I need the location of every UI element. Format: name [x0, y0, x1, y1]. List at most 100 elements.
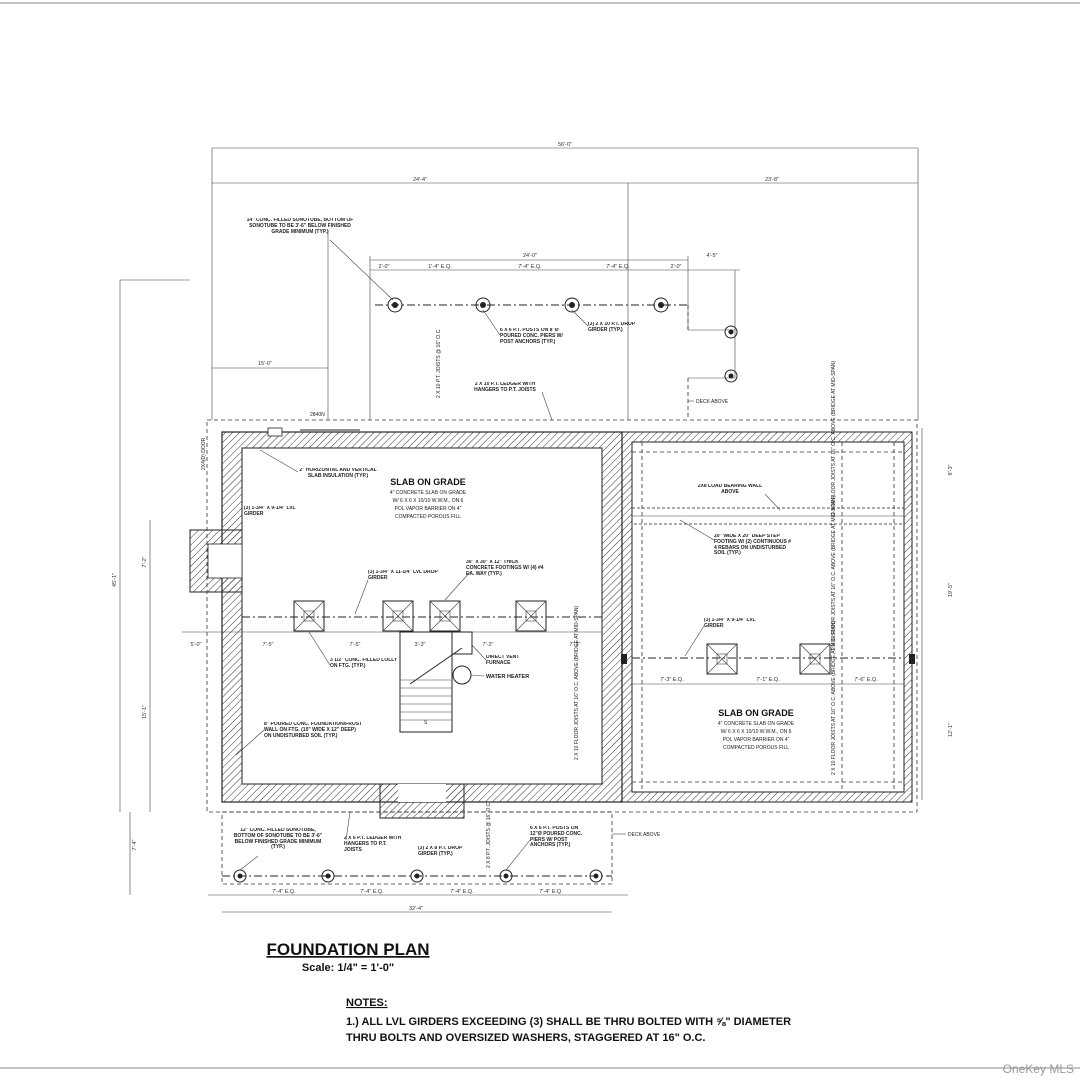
callout-water-heater: WATER HEATER [486, 674, 529, 680]
callout-deck-above-bottom: DECK ABOVE [628, 832, 661, 838]
plan-title: FOUNDATION PLAN [266, 940, 429, 959]
callout-drop-girder-2x8: (3) 2 X 8 P.T. DROP GIRDER (TYP.) [418, 846, 463, 857]
callout-lvl-girder-left: (3) 1-3/4" X 9-1/4" LVL GIRDER [244, 506, 296, 517]
right-post-marker [909, 654, 915, 664]
bottom-deck: 7'-4" E.Q. 7'-4" E.Q. 7'-4" E.Q. 7'-4" E… [208, 801, 661, 913]
dim-deck-small-r: 2'-0" [671, 264, 682, 270]
slab-main-l1: 4" CONCRETE SLAB ON GRADE [390, 490, 467, 496]
deck-pier [724, 369, 738, 383]
deck-pier [387, 297, 403, 313]
deck-callouts: 14" CONC. FILLED SONOTUBE, BOTTOM OF SON… [246, 218, 729, 421]
dim-deck-left: 1'-4" E.Q. [428, 264, 452, 270]
dim-deck-span: 24'-0" [523, 253, 537, 259]
footing [429, 600, 461, 632]
dim-right-low: 12'-1" [948, 723, 954, 737]
callout-joists-right-low: 2 X 10 FLOOR JOISTS AT 16" O.C. ABOVE (B… [831, 621, 837, 775]
callout-2840n: 2840N [310, 412, 325, 418]
callout-deck-posts-12: 6 X 6 P.T. POSTS ON 12"Ø POURED CONC. PI… [530, 826, 583, 849]
main-girder: 5'-0" 7'-5" 7'-5" 3'-3" 7'-2" 7'-3" [182, 616, 602, 648]
footing [382, 600, 414, 632]
dim-right-b: 7'-1" E.Q. [756, 677, 780, 683]
dim-bottom-1: 7'-4" E.Q. [272, 889, 296, 895]
furnace [451, 631, 473, 655]
top-dimensions: 56'-0" 24'-4" 23'-8" [211, 142, 919, 420]
watermark: OneKey MLS [1003, 1062, 1074, 1076]
slab-right-l3: POL VAPOR BARRIER ON 4" [723, 737, 790, 743]
dim-row-e: 7'-3" [570, 642, 581, 648]
notes-line-2: THRU BOLTS AND OVERSIZED WASHERS, STAGGE… [346, 1032, 705, 1044]
callout-door: 2X4(D) DOOR [201, 437, 207, 470]
callout-sonotube-14: 14" CONC. FILLED SONOTUBE, BOTTOM OF SON… [246, 218, 354, 235]
slab-main-l2: W/ 6 X 6 X 10/10 W.W.M., ON 6 [393, 498, 464, 504]
footing [706, 643, 738, 675]
interior-callouts: 2" HORIZONTAL AND VERTICAL SLAB INSULATI… [235, 449, 580, 760]
callout-sonotube-12: 12" CONC. FILLED SONOTUBE, BOTTOM OF SON… [233, 828, 323, 851]
callout-deck-above-top: DECK ABOVE [696, 399, 729, 405]
deck-pier [475, 297, 491, 313]
callout-drop-girder-2x10: (3) 2 X 10 P.T. DROP GIRDER (TYP.) [588, 322, 636, 333]
dim-row-a: 7'-5" [263, 642, 274, 648]
slab-right-l2: W/ 6 X 6 X 10/10 W.W.M., ON 6 [721, 729, 792, 735]
dim-bottom-4: 7'-4" E.Q. [539, 889, 563, 895]
footing [293, 600, 325, 632]
right-post-marker [621, 654, 627, 664]
dim-left-mid1: 7'-2" [142, 556, 148, 567]
left-dimensions: 45'-1" 7'-2" 15'-1" 7'-4" [112, 279, 190, 895]
dim-left-mid2: 15'-1" [142, 705, 148, 719]
deck-pier [564, 297, 580, 313]
deck-pier [410, 869, 424, 883]
dim-right-mid: 19'-5" [948, 583, 954, 597]
dim-deck-ext: 4'-5" [707, 253, 718, 259]
dim-row-left: 5'-0" [191, 642, 202, 648]
dim-overall-top: 56'-0" [558, 142, 572, 148]
callout-frost-wall: 8" POURED CONC. FOUNDATION/FROST WALL ON… [264, 722, 363, 739]
dim-bottom-2: 7'-4" E.Q. [360, 889, 384, 895]
svg-text:S: S [424, 720, 428, 726]
slab-right-l1: 4" CONCRETE SLAB ON GRADE [718, 721, 795, 727]
dim-row-b: 7'-5" [350, 642, 361, 648]
dim-deck-right: 7'-4" E.Q. [606, 264, 630, 270]
callout-furnace: DIRECT VENT FURNACE [486, 655, 520, 666]
dim-left-vert: 45'-1" [112, 573, 118, 587]
callout-slab-insulation: 2" HORIZONTAL AND VERTICAL SLAB INSULATI… [299, 468, 377, 479]
right-room: 7'-3" E.Q. 7'-1" E.Q. 7'-6" E.Q. SLAB ON… [621, 361, 915, 775]
slab-main-l4: COMPACTED POROUS FILL [395, 514, 461, 520]
slab-main: SLAB ON GRADE 4" CONCRETE SLAB ON GRADE … [390, 477, 467, 520]
dim-right-top: 9'-3" [948, 464, 954, 475]
slab-main-l3: POL VAPOR BARRIER ON 4" [395, 506, 462, 512]
callout-lvl-drop-girder: (3) 1-3/4" X 11-1/4" LVL DROP GIRDER [368, 570, 438, 581]
footing [799, 643, 831, 675]
footing [515, 600, 547, 632]
callout-joists-right-mid: 2 X 10 FLOOR JOISTS AT 16" O.C. ABOVE (B… [831, 496, 837, 650]
callout-bearing-wall: 2X8 LOAD BEARING WALL ABOVE [697, 484, 763, 495]
dim-bottom-total: 32'-4" [409, 906, 423, 912]
callout-ledger-2x10: 2 X 10 P.T. LEDGER WITH HANGERS TO P.T. … [474, 382, 536, 393]
callout-deck-posts: 6 X 6 P.T. POSTS ON 8"Ø POURED CONC. PIE… [500, 328, 563, 345]
dim-row-c: 3'-3" [415, 642, 426, 648]
callout-step-footing: 20" WIDE X 20" DEEP STEP FOOTING W/ (2) … [714, 534, 791, 557]
notes-heading: NOTES: [346, 997, 388, 1009]
dim-deck-mid: 7'-4" E.Q. [518, 264, 542, 270]
dim-row-d: 7'-2" [483, 642, 494, 648]
deck-pier [653, 297, 669, 313]
callout-concrete-footings: 30" X 30" X 12" THICK CONCRETE FOOTINGS … [466, 560, 544, 577]
callout-lolly: 3 1/2" CONC. FILLED LOLLY ON FTG. (TYP.) [330, 658, 398, 669]
dim-left-15: 15'-0" [258, 361, 272, 367]
dim-top-left: 24'-4" [413, 177, 427, 183]
callout-joists-right-top: 2 X 10 FLOOR JOISTS AT 16" O.C. ABOVE (B… [831, 361, 837, 515]
callout-ledger-2x6: 2 X 6 P.T. LEDGER WITH HANGERS TO P.T. J… [344, 836, 402, 853]
callout-joists-main: 2 X 10 FLOOR JOISTS AT 16" O.C. ABOVE (B… [574, 606, 580, 760]
top-deck: 24'-0" 2'-0" 1'-4" E.Q. 7'-4" E.Q. 7'-4"… [212, 230, 740, 420]
dim-right-a: 7'-3" E.Q. [660, 677, 684, 683]
dim-bottom-3: 7'-4" E.Q. [450, 889, 474, 895]
dim-deck-small-l: 2'-0" [379, 264, 390, 270]
dim-top-right: 23'-8" [765, 177, 779, 183]
slab-right-l4: COMPACTED POROUS FILL [723, 745, 789, 751]
slab-right-title: SLAB ON GRADE [718, 708, 794, 718]
callout-joists-2x8: 2 X 8 P.T. JOISTS @ 16" O.C. [486, 801, 492, 868]
deck-pier [321, 869, 335, 883]
callout-lvl-girder-right: (3) 1-3/4" X 9-1/4" LVL GIRDER [704, 618, 756, 629]
door-marker [267, 427, 283, 437]
dim-right-c: 7'-6" E.Q. [854, 677, 878, 683]
